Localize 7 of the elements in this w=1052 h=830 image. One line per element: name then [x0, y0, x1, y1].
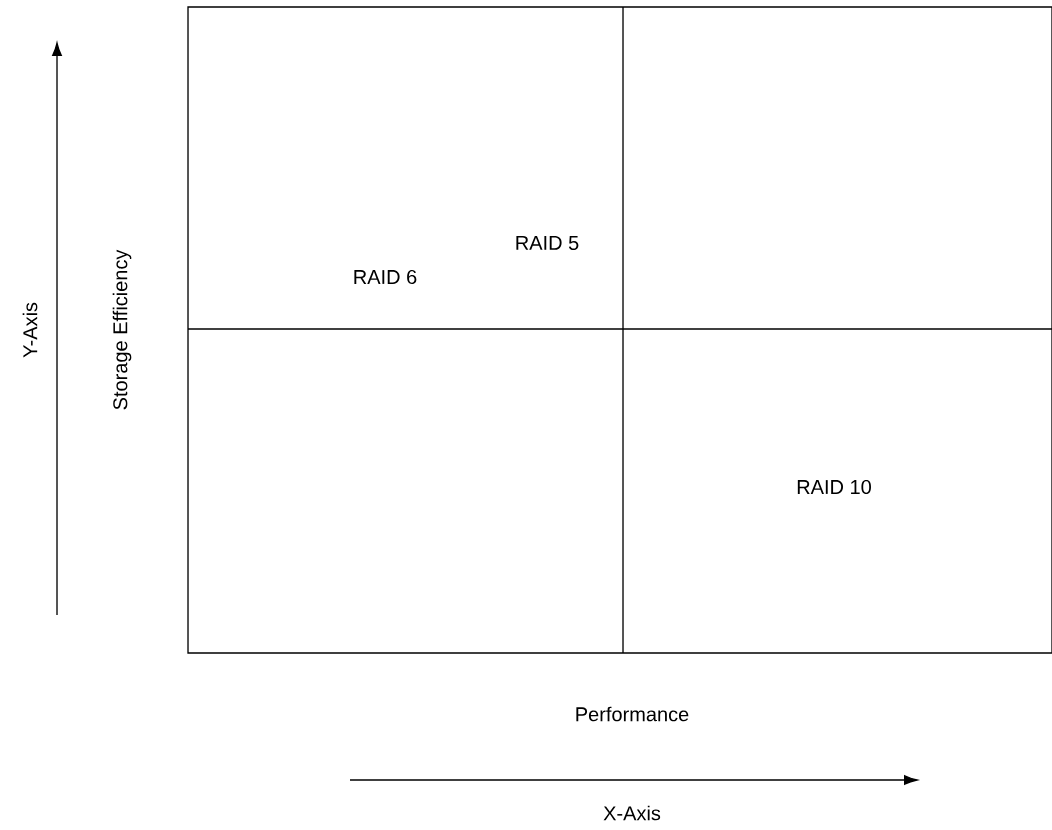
quadrant-label: RAID 5: [516, 236, 579, 250]
quadrant-label: RAID 6: [354, 269, 417, 285]
axis-title: Performance: [576, 706, 689, 722]
axis-label: Y-Axis: [22, 302, 38, 358]
axis-title: Storage Efficiency: [112, 249, 132, 410]
quadrant-label: RAID 10: [797, 479, 871, 495]
axis-label: X-Axis: [603, 805, 661, 821]
